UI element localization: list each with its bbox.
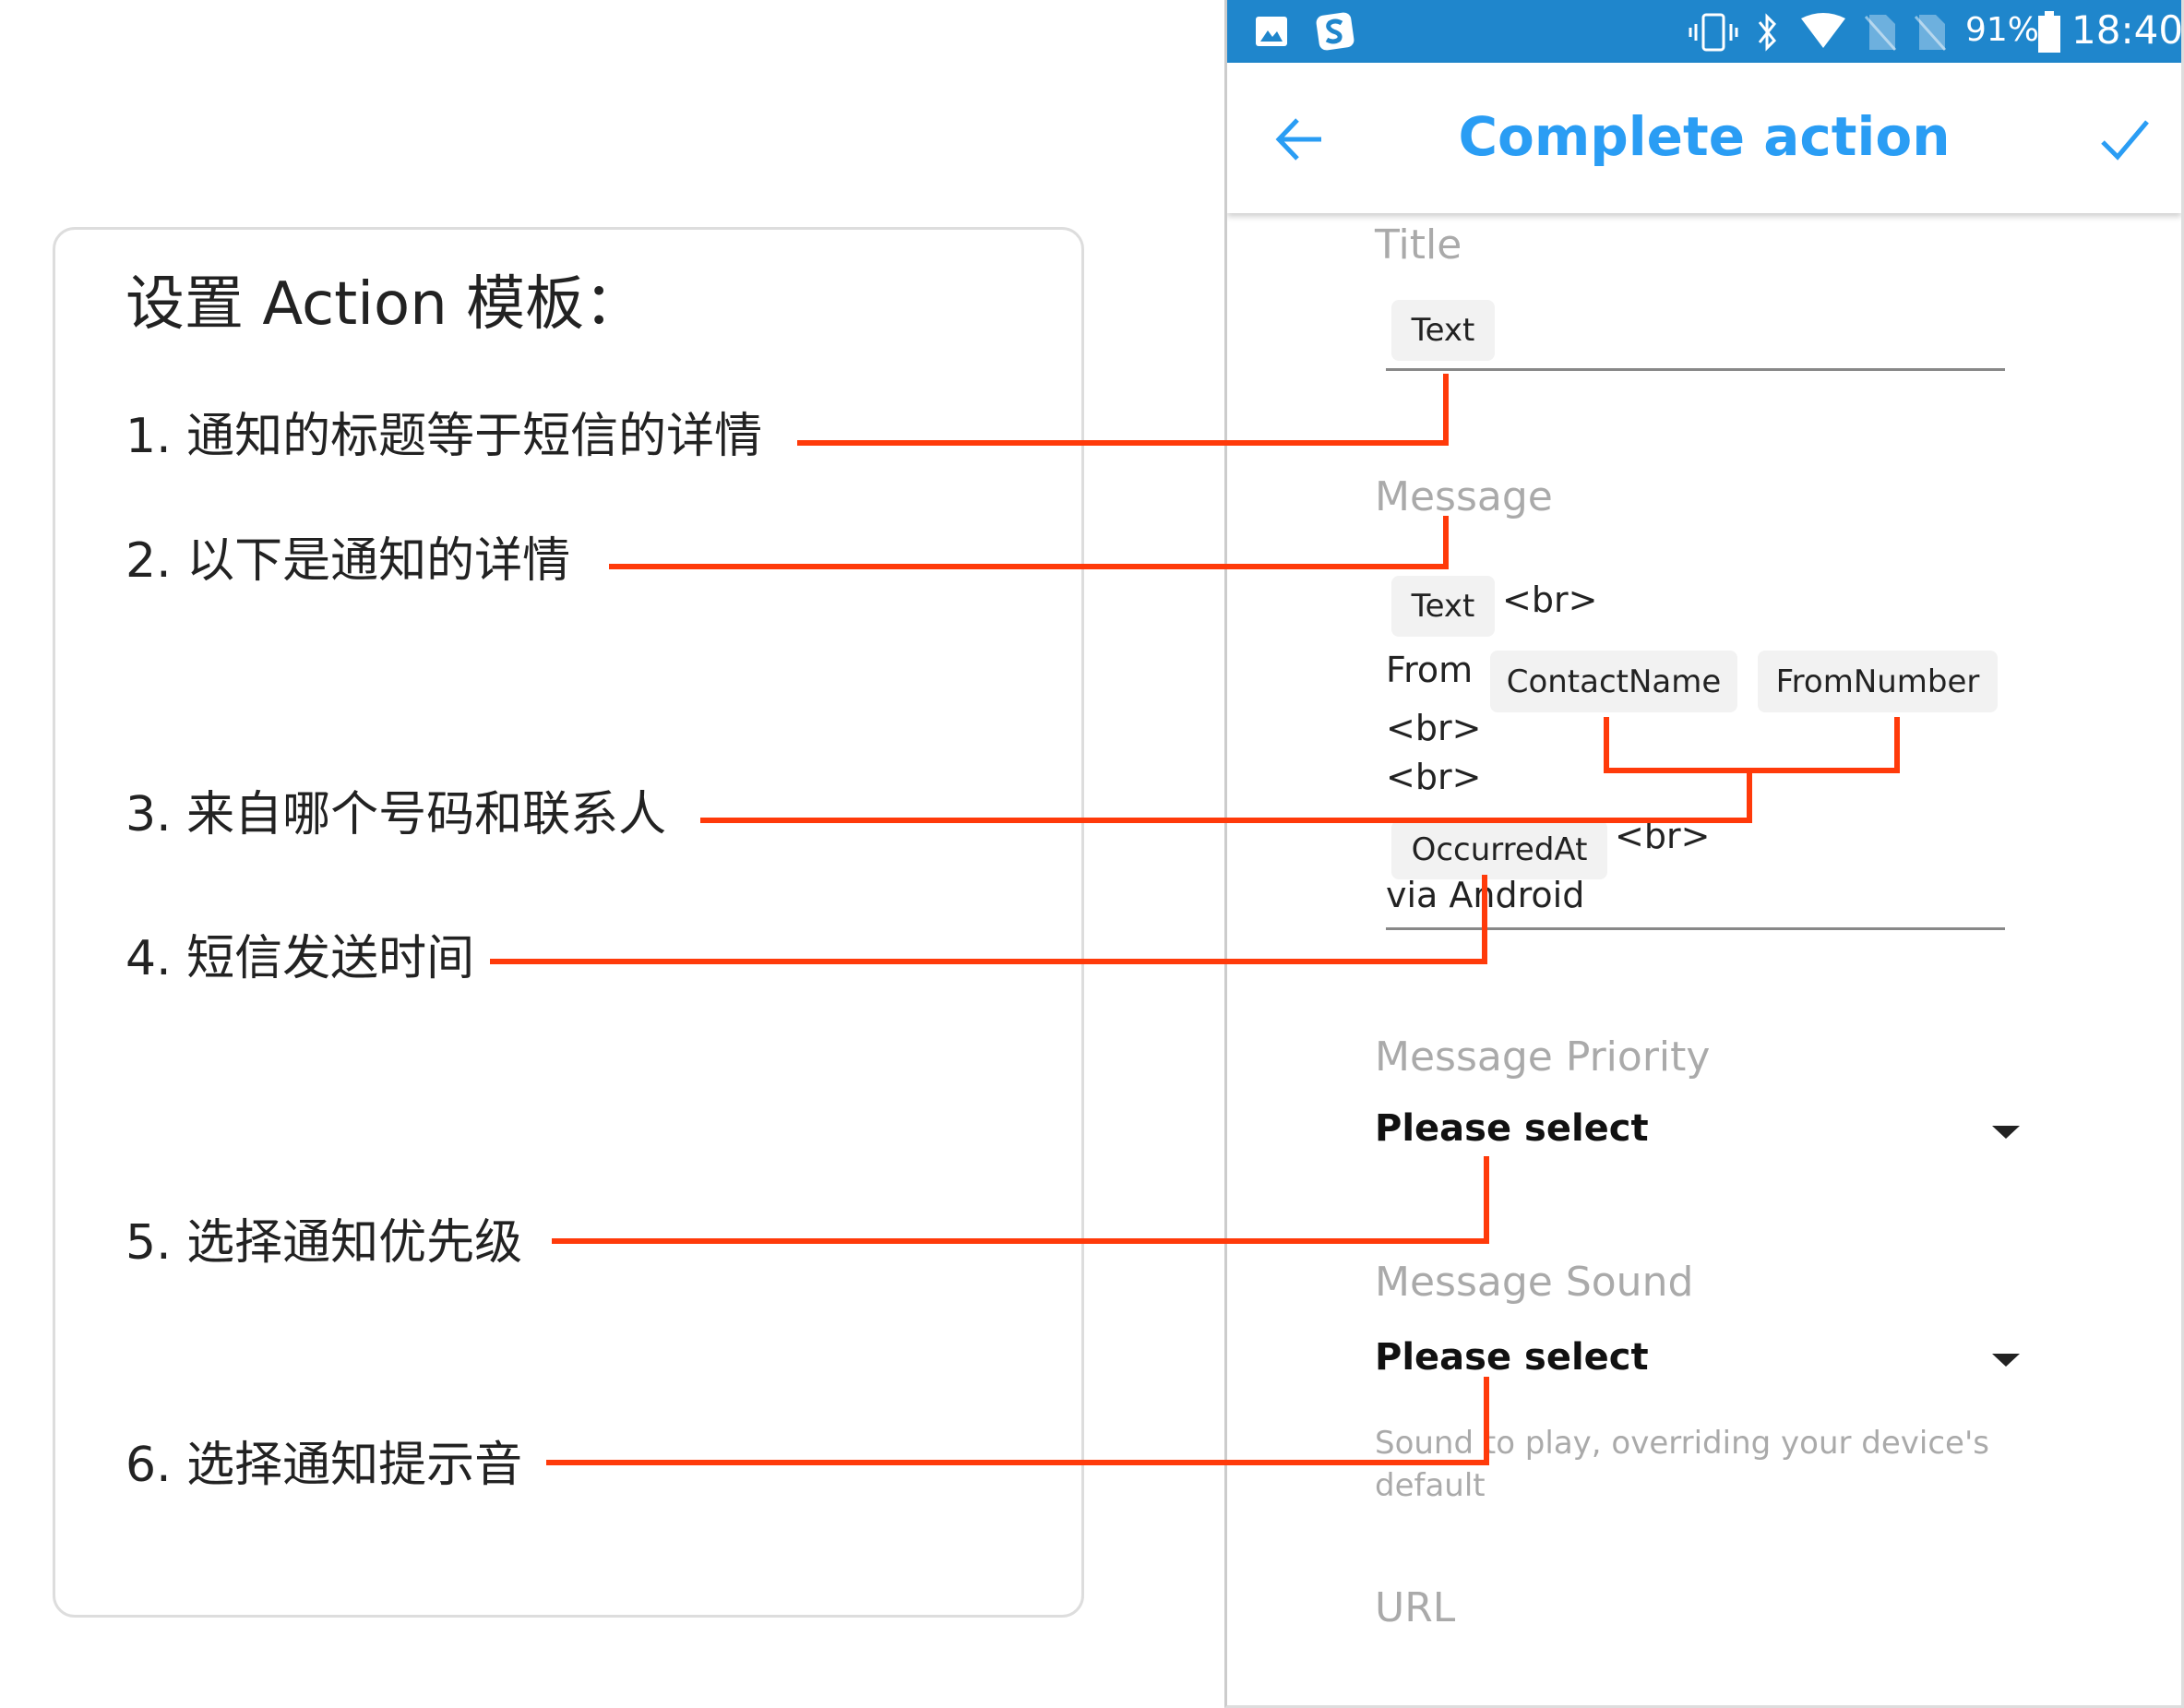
check-icon[interactable] bbox=[2099, 116, 2151, 162]
url-label: URL bbox=[1375, 1584, 1456, 1631]
sound-dropdown-icon[interactable] bbox=[1992, 1354, 2020, 1367]
message-label: Message bbox=[1375, 473, 1553, 520]
message-input-underline[interactable] bbox=[1386, 927, 2005, 930]
sound-help-text: Sound to play, overriding your device's … bbox=[1375, 1425, 1990, 1504]
sogou-icon bbox=[1316, 12, 1355, 51]
vibrate-icon bbox=[1689, 13, 1738, 52]
br-text: <br> bbox=[1386, 708, 1482, 748]
annotation-item-6: 6. 选择通知提示音 bbox=[125, 1438, 523, 1493]
no-sim-2-icon bbox=[1914, 15, 1947, 51]
annotation-item-5: 5. 选择通知优先级 bbox=[125, 1215, 523, 1271]
occurredat-chip[interactable]: OccurredAt bbox=[1391, 820, 1607, 879]
message-priority-label: Message Priority bbox=[1375, 1033, 1711, 1081]
wifi-icon bbox=[1801, 13, 1845, 48]
contactname-chip[interactable]: ContactName bbox=[1490, 651, 1737, 712]
app-bar: Complete action bbox=[1227, 63, 2181, 213]
br-text: <br> bbox=[1386, 757, 1482, 797]
message-sound-label: Message Sound bbox=[1375, 1259, 1694, 1306]
annotation-heading: 设置 Action 模板： bbox=[125, 270, 644, 339]
gallery-icon bbox=[1256, 17, 1287, 46]
title-label: Title bbox=[1375, 221, 1462, 269]
annotation-item-2: 2. 以下是通知的详情 bbox=[125, 533, 571, 589]
status-bar: 91% 18:40 bbox=[1227, 0, 2181, 63]
battery-percent: 91% bbox=[1965, 11, 2040, 49]
no-sim-icon bbox=[1864, 15, 1897, 51]
bluetooth-icon bbox=[1758, 13, 1777, 52]
priority-dropdown-icon[interactable] bbox=[1992, 1126, 2020, 1139]
priority-select[interactable]: Please select bbox=[1375, 1107, 1649, 1150]
br-text: <br> bbox=[1615, 816, 1711, 856]
back-arrow-icon[interactable] bbox=[1273, 116, 1325, 162]
fromnumber-chip[interactable]: FromNumber bbox=[1758, 651, 1998, 712]
title-input-underline[interactable] bbox=[1386, 368, 2005, 371]
phone-screen: 91% 18:40 Complete action Title Text Mes… bbox=[1224, 0, 2184, 1708]
via-android-text: via Android bbox=[1386, 875, 1585, 915]
annotation-item-3: 3. 来自哪个号码和联系人 bbox=[125, 787, 667, 842]
annotation-item-1: 1. 通知的标题等于短信的详情 bbox=[125, 409, 763, 464]
br-text: <br> bbox=[1502, 579, 1598, 620]
from-text: From bbox=[1386, 650, 1474, 690]
annotation-item-4: 4. 短信发送时间 bbox=[125, 931, 475, 986]
sound-select[interactable]: Please select bbox=[1375, 1336, 1649, 1379]
clock: 18:40 bbox=[2071, 7, 2184, 53]
message-text-chip[interactable]: Text bbox=[1391, 576, 1495, 637]
battery-icon bbox=[2038, 11, 2060, 53]
page-title: Complete action bbox=[1458, 105, 1951, 168]
title-text-chip[interactable]: Text bbox=[1391, 300, 1495, 361]
